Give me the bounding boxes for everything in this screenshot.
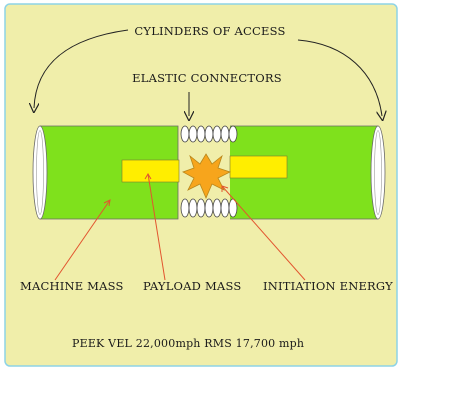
right-payload-mass [229, 155, 288, 179]
initiation-energy-label: INITIATION ENERGY [263, 279, 393, 293]
left-cylinder [32, 125, 179, 220]
elastic-connectors [180, 125, 238, 218]
right-curved-arrow [297, 39, 382, 116]
velocity-label: PEEK VEL 22,000mph RMS 17,700 mph [72, 337, 304, 350]
machine-mass-leader [54, 199, 111, 281]
initiation-energy-arrowhead [221, 185, 229, 192]
payload-mass-label: PAYLOAD MASS [143, 279, 241, 293]
payload-mass-arrowhead [144, 173, 152, 180]
title-label: CYLINDERS OF ACCESS [134, 24, 285, 38]
left-curved-arrow [34, 29, 129, 108]
initiation-energy-burst [182, 153, 232, 200]
elastic-connectors-label: ELASTIC CONNECTORS [132, 71, 282, 85]
initiation-energy-leader [221, 185, 306, 281]
left-payload-mass [121, 159, 180, 183]
leader-lines [54, 173, 306, 281]
payload-mass-leader [147, 173, 166, 281]
right-cylinder [230, 125, 386, 220]
machine-mass-label: MACHINE MASS [20, 279, 124, 293]
machine-mass-arrowhead [103, 199, 111, 207]
